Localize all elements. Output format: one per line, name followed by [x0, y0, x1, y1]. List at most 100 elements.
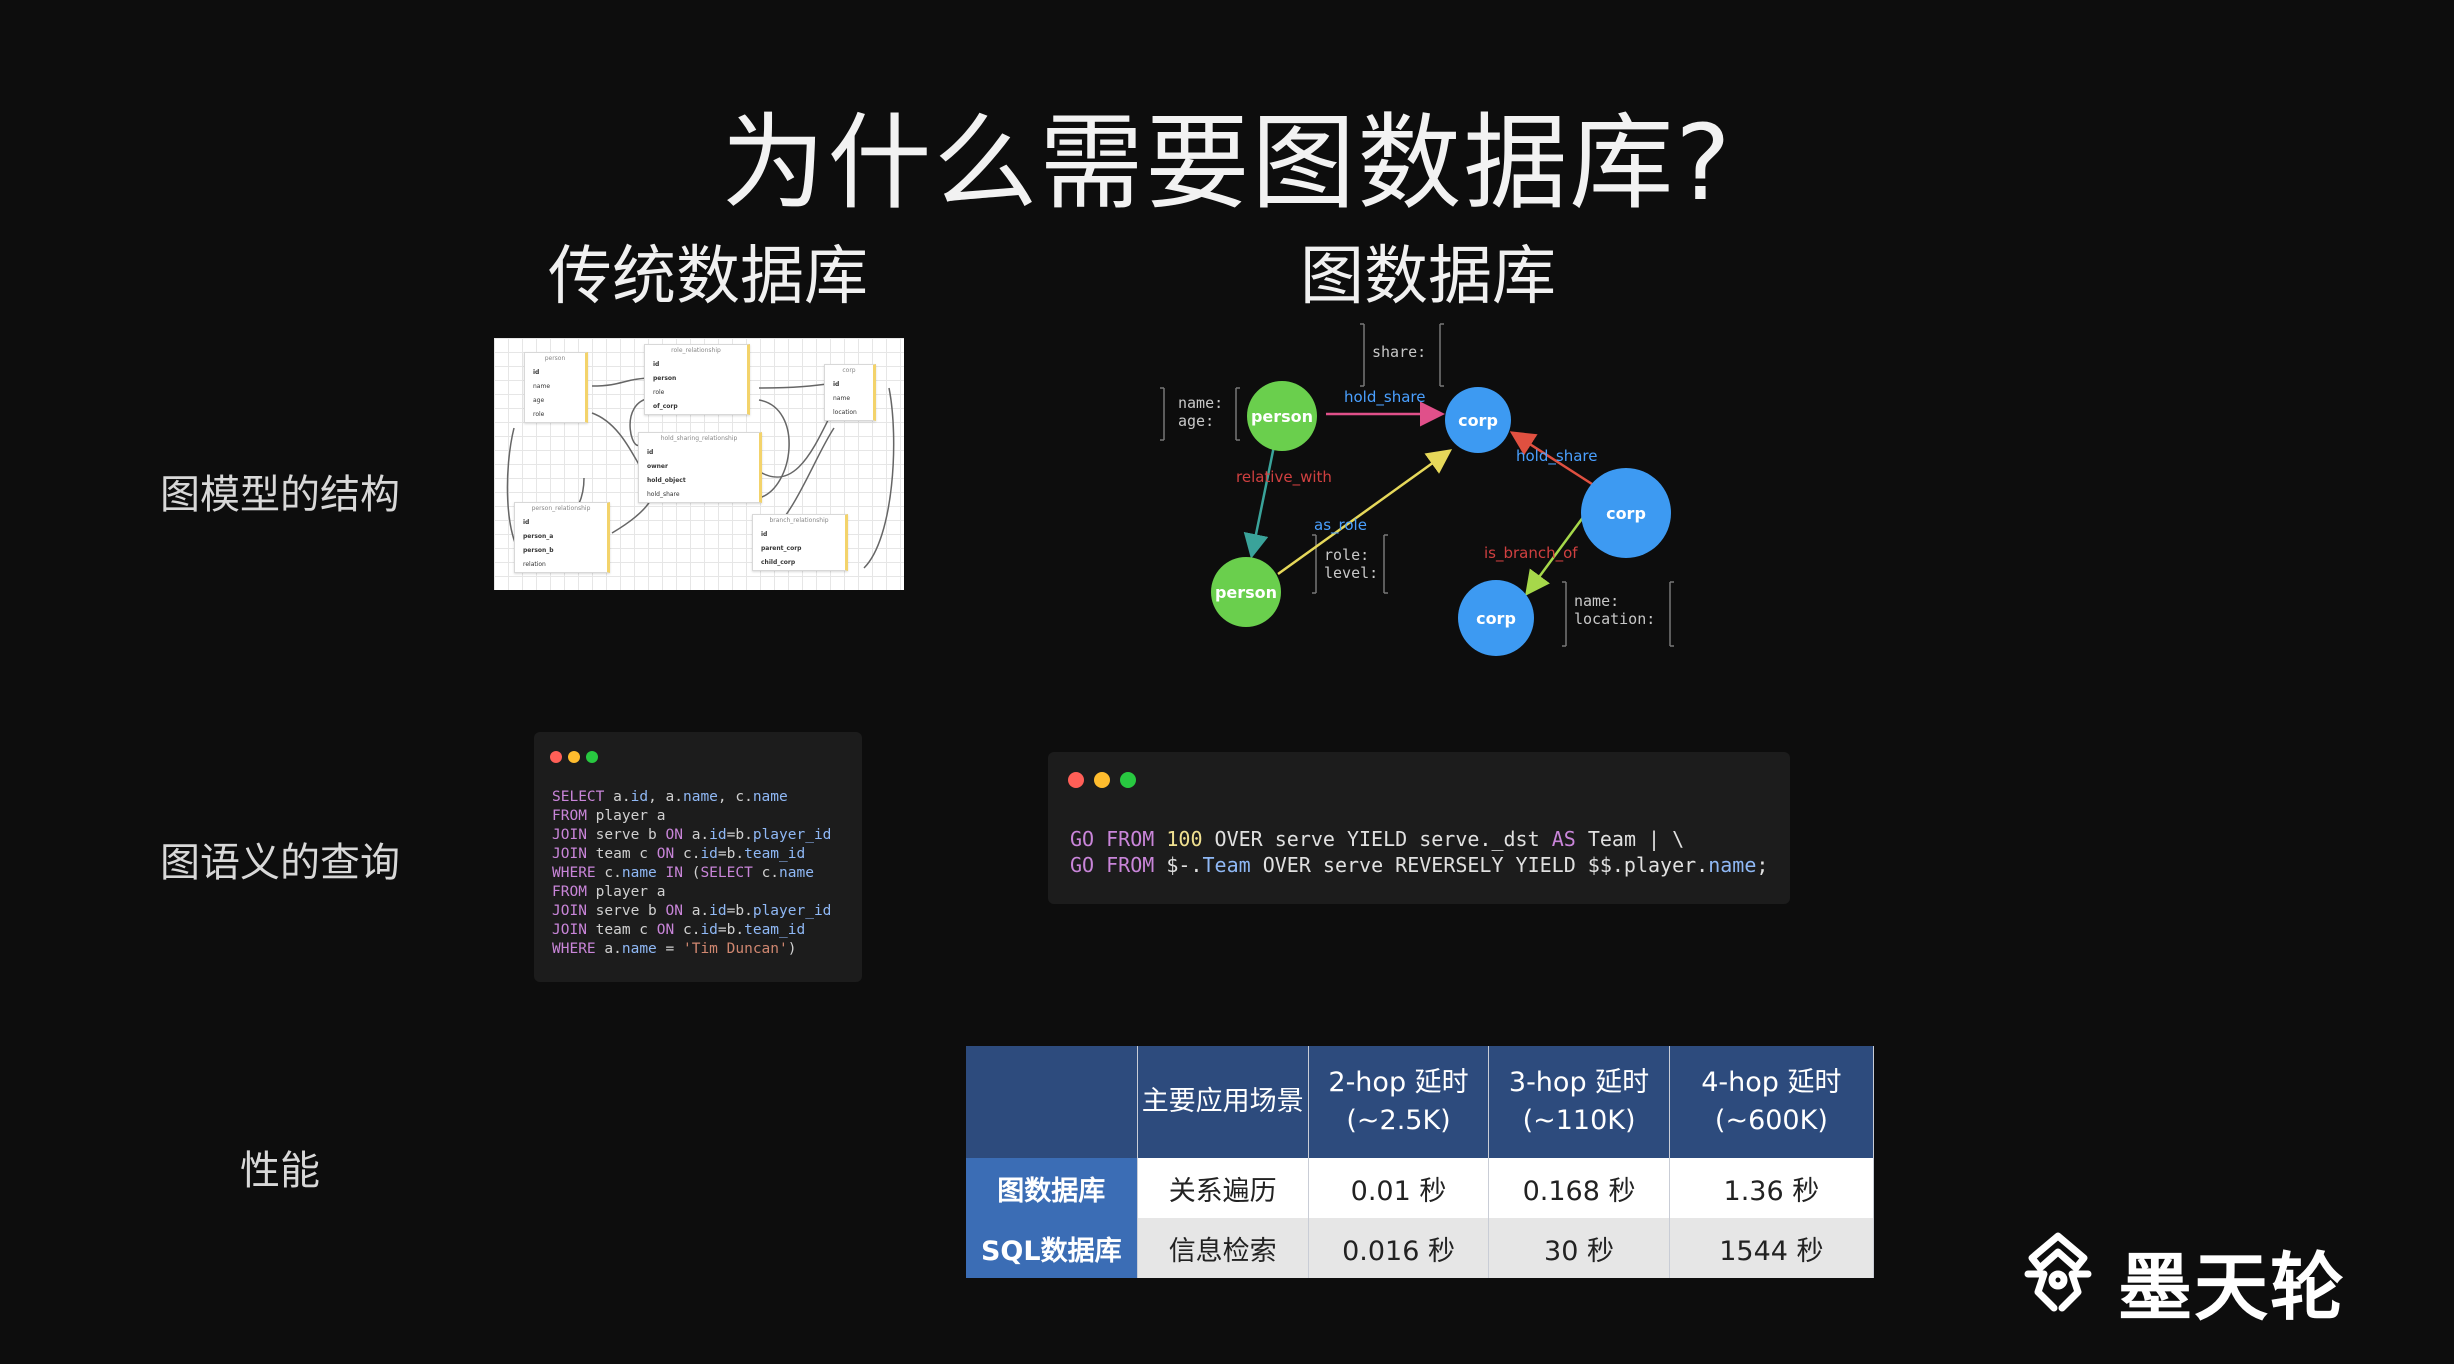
- code-token: IN: [665, 865, 683, 881]
- code-token: JOIN: [552, 846, 587, 862]
- er-field: name: [533, 383, 551, 390]
- code-token: , c.: [717, 789, 753, 805]
- code-token: $-.: [1154, 853, 1203, 877]
- er-field: id: [653, 361, 660, 368]
- node-label-person-2: person: [1215, 583, 1277, 602]
- code-token: ON: [656, 922, 675, 938]
- close-dot-icon: [1068, 772, 1084, 788]
- ngql-code-window: GO FROM 100 OVER serve YIELD serve._dst …: [1048, 752, 1790, 904]
- er-diagram: person id name age role role_relationshi…: [494, 338, 904, 590]
- prop-corp-name: name:: [1574, 592, 1619, 610]
- header-cell-scenario: 主要应用场景: [1137, 1046, 1309, 1158]
- code-token: ;: [1756, 853, 1769, 877]
- prop-role: role:: [1324, 546, 1369, 564]
- er-table-branch-relationship: branch_relationship id parent_corp child…: [752, 514, 848, 571]
- code-token: a.: [604, 789, 631, 805]
- er-field: id: [833, 381, 840, 388]
- code-token: =b.: [726, 903, 753, 919]
- maximize-dot-icon: [1120, 772, 1136, 788]
- header-cell-2hop: 2-hop 延时 (~2.5K): [1308, 1046, 1490, 1158]
- er-table-corp: corp id name location: [824, 364, 876, 421]
- code-token: serve b: [586, 903, 666, 919]
- minimize-dot-icon: [1094, 772, 1110, 788]
- er-field: name: [833, 395, 851, 402]
- er-field: id: [523, 519, 530, 526]
- table-cell: 30 秒: [1488, 1218, 1670, 1278]
- code-token: =b.: [717, 922, 745, 938]
- er-field: of_corp: [653, 403, 678, 410]
- maximize-dot-icon: [586, 751, 598, 763]
- window-controls: [550, 748, 604, 767]
- er-table-role-relationship: role_relationship id person role of_corp: [644, 344, 750, 415]
- code-token: (: [682, 865, 701, 881]
- code-token: 100: [1166, 827, 1203, 851]
- code-token: =: [656, 941, 683, 957]
- row-header-graphdb: 图数据库: [966, 1158, 1138, 1218]
- table-cell: 1.36 秒: [1669, 1158, 1875, 1218]
- header-cell-4hop: 4-hop 延时 (~600K): [1669, 1046, 1875, 1158]
- code-token: [657, 865, 666, 881]
- code-token: player a: [586, 808, 666, 824]
- code-token: name: [1708, 853, 1757, 877]
- code-line: GO FROM $-.Team OVER serve REVERSELY YIE…: [1070, 852, 1768, 878]
- code-token: c.: [674, 922, 701, 938]
- row-header-sqldb: SQL数据库: [966, 1218, 1138, 1278]
- row-label-query: 图语义的查询: [160, 840, 400, 886]
- code-token: [1094, 853, 1106, 877]
- edge-label-hold-share-1: hold_share: [1344, 388, 1425, 407]
- minimize-dot-icon: [568, 751, 580, 763]
- table-cell: 0.01 秒: [1308, 1158, 1490, 1218]
- code-token: SELECT: [552, 789, 605, 805]
- table-cell: 信息检索: [1137, 1218, 1309, 1278]
- edge-label-is-branch-of: is_branch_of: [1484, 544, 1578, 563]
- code-token: a.: [595, 941, 622, 957]
- code-token: team c: [586, 846, 657, 862]
- code-token: c.: [752, 865, 780, 881]
- edge-label-relative-with: relative_with: [1236, 468, 1332, 487]
- code-token: team_id: [744, 846, 806, 862]
- er-field: location: [833, 409, 857, 416]
- code-token: id: [700, 846, 718, 862]
- code-token: team_id: [744, 922, 806, 938]
- er-table-title: branch_relationship: [769, 517, 829, 524]
- code-token: GO: [1070, 827, 1095, 851]
- code-line: FROM player a: [552, 807, 831, 826]
- er-field: owner: [647, 463, 668, 470]
- code-line: GO FROM 100 OVER serve YIELD serve._dst …: [1070, 826, 1768, 852]
- traditional-db-heading: 传统数据库: [548, 240, 868, 314]
- code-token: player a: [586, 884, 666, 900]
- prop-person-age: age:: [1178, 412, 1214, 430]
- node-corp-2: [1581, 468, 1671, 558]
- code-token: FROM: [552, 808, 587, 824]
- code-token: player_id: [752, 903, 832, 919]
- performance-table: 主要应用场景 2-hop 延时 (~2.5K) 3-hop 延时 (~110K)…: [966, 1046, 1875, 1278]
- table-cell: 关系遍历: [1137, 1158, 1309, 1218]
- code-token: FROM: [1106, 853, 1155, 877]
- node-label-corp-1: corp: [1458, 411, 1498, 430]
- code-token: name: [682, 789, 718, 805]
- edge-relative-with: [1243, 445, 1276, 559]
- code-token: a.: [682, 903, 710, 919]
- prop-share: share:: [1372, 343, 1426, 361]
- code-token: name: [752, 789, 788, 805]
- er-field: age: [533, 397, 545, 404]
- code-token: ON: [665, 827, 683, 843]
- er-table-title: person_relationship: [531, 505, 591, 512]
- code-token: , a.: [648, 789, 683, 805]
- code-token: id: [709, 827, 727, 843]
- edge-is-branch-of: [1525, 515, 1586, 597]
- code-token: a.: [682, 827, 710, 843]
- graph-db-heading: 图数据库: [1300, 240, 1556, 314]
- code-token: FROM: [552, 884, 587, 900]
- code-token: ON: [665, 903, 683, 919]
- prop-level: level:: [1324, 564, 1378, 582]
- code-token: ON: [656, 846, 675, 862]
- er-table-title: role_relationship: [671, 347, 721, 354]
- code-token: id: [709, 903, 727, 919]
- code-line: SELECT a.id, a.name, c.name: [552, 788, 831, 807]
- code-token: Team | \: [1575, 827, 1685, 851]
- table-row: 图数据库 关系遍历 0.01 秒 0.168 秒 1.36 秒: [966, 1158, 1875, 1218]
- code-token: serve b: [586, 827, 666, 843]
- page-title: 为什么需要图数据库?: [721, 102, 1733, 224]
